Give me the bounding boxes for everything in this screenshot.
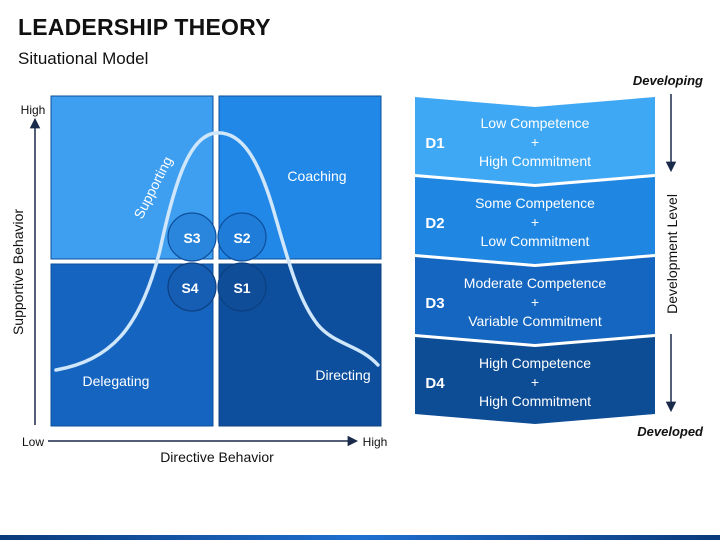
level-d4-plus: + — [531, 374, 539, 390]
style-circle-s1 — [217, 262, 267, 312]
x-axis-title: Directive Behavior — [160, 449, 274, 465]
level-id-d3: D3 — [425, 295, 444, 312]
y-axis-title: Supportive Behavior — [10, 209, 26, 335]
quadrant-label-directing: Directing — [315, 367, 370, 383]
development-chevron-d4 — [415, 337, 655, 424]
style-circle-s2 — [217, 212, 267, 262]
bottom-accent-bar — [0, 535, 720, 540]
level-d3-line1: Moderate Competence — [464, 275, 607, 291]
level-d1-line2: High Commitment — [479, 153, 591, 169]
developed-label: Developed — [637, 424, 704, 439]
level-d2-line2: Low Commitment — [481, 233, 590, 249]
level-d3-plus: + — [531, 294, 539, 310]
level-d1-plus: + — [531, 134, 539, 150]
level-d4-line2: High Commitment — [479, 393, 591, 409]
level-id-d1: D1 — [425, 135, 444, 152]
page-title: LEADERSHIP THEORY — [18, 14, 271, 40]
level-d4-line1: High Competence — [479, 355, 591, 371]
level-d3-line2: Variable Commitment — [468, 313, 602, 329]
development-chevron-d1 — [415, 97, 655, 184]
level-d2-plus: + — [531, 214, 539, 230]
y-axis-high-label: High — [21, 103, 46, 117]
development-axis-title: Development Level — [664, 194, 680, 314]
quadrant-label-coaching: Coaching — [287, 168, 346, 184]
style-circle-s4 — [167, 262, 217, 312]
quadrant-label-delegating: Delegating — [83, 373, 150, 389]
style-label-s2: S2 — [233, 230, 250, 246]
level-id-d2: D2 — [425, 215, 444, 232]
level-id-d4: D4 — [425, 375, 445, 392]
style-label-s4: S4 — [181, 280, 198, 296]
developing-label: Developing — [633, 73, 703, 88]
style-label-s3: S3 — [183, 230, 200, 246]
style-label-s1: S1 — [233, 280, 250, 296]
leadership-curve — [54, 131, 380, 372]
level-d2-line1: Some Competence — [475, 195, 595, 211]
development-chevron-d2 — [415, 177, 655, 264]
x-axis-low-label: Low — [22, 435, 44, 449]
level-d1-line1: Low Competence — [481, 115, 590, 131]
x-axis-high-label: High — [363, 435, 388, 449]
page-subtitle: Situational Model — [18, 49, 149, 68]
development-chevron-d3 — [415, 257, 655, 344]
style-circle-s3 — [167, 212, 217, 262]
